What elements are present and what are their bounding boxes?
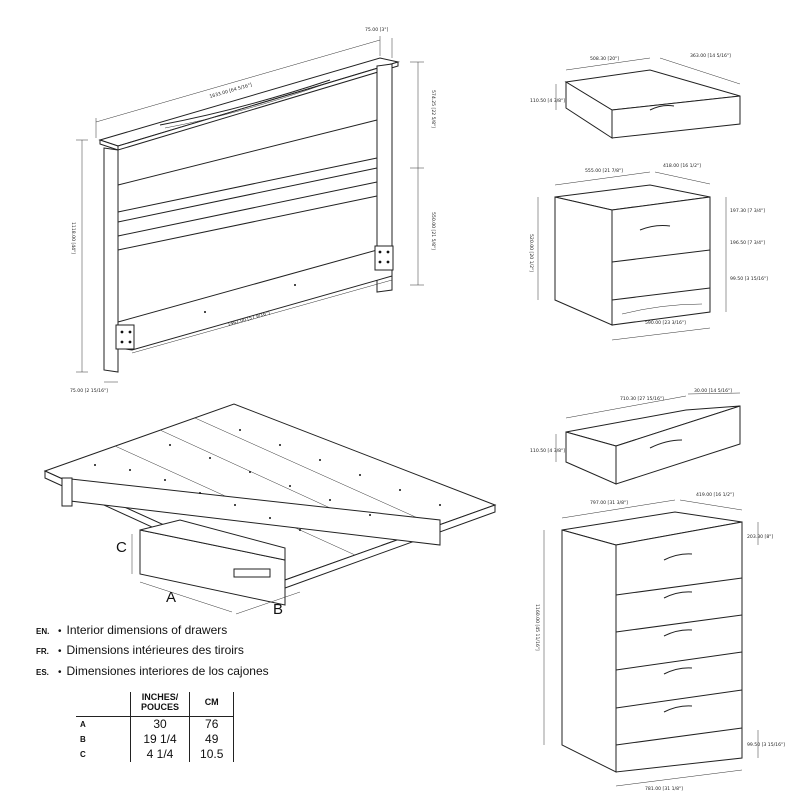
table-row: A 30 76	[76, 716, 235, 732]
note-en-text: Interior dimensions of drawers	[66, 623, 228, 637]
chest-base-width: 781.00 [31 1/8"]	[645, 786, 683, 792]
headboard-height-upper: 574.25 [22 5/8"]	[430, 90, 436, 128]
headboard-height-lower: 550.00 [21 5/8"]	[430, 212, 436, 250]
bullet-icon: •	[58, 646, 62, 657]
note-es-text: Dimensiones interiores de los cajones	[66, 664, 269, 678]
chest-drawing	[543, 499, 759, 787]
chest-drawer-width: 710.30 [27 15/16"]	[620, 396, 664, 402]
nightstand-drawing	[537, 171, 727, 341]
bed-label-c: C	[116, 539, 127, 556]
nightstand-drawer-drawing	[555, 57, 741, 139]
nightstand-h-upper: 197.30 [7 3/4"]	[730, 208, 765, 214]
note-es-code: ES.	[36, 668, 49, 677]
bed-label-b: B	[273, 601, 283, 618]
nightstand-top-width: 555.00 [21 7/8"]	[585, 168, 623, 174]
headboard-height-total: 1118.00 [44"]	[70, 222, 76, 254]
nightstand-drawer-depth: 363.00 [14 5/16"]	[690, 53, 731, 59]
nightstand-height-total: 520.00 [20 1/2"]	[528, 234, 534, 272]
chest-drawer-depth: 30.00 [14 5/16"]	[694, 388, 732, 394]
nightstand-h-base: 99.50 [3 15/16"]	[730, 276, 768, 282]
nightstand-drawer-width: 508.30 [20"]	[590, 56, 619, 62]
headboard-foot-depth: 75.00 [2 15/16"]	[70, 388, 108, 394]
chest-h-base: 99.50 [3 15/16"]	[747, 742, 785, 748]
nightstand-drawer-height: 110.50 [4 3/8"]	[530, 98, 565, 104]
nightstand-base-width: 590.00 [23 3/16"]	[645, 320, 686, 326]
note-fr: FR. • Dimensions intérieures des tiroirs	[36, 643, 244, 657]
nightstand-top-depth: 418.00 [16 1/2"]	[663, 163, 701, 169]
chest-top-depth: 419.00 [16 1/2"]	[696, 492, 734, 498]
note-fr-text: Dimensions intérieures des tiroirs	[66, 643, 244, 657]
nightstand-h-middle: 196.50 [7 3/4"]	[730, 240, 765, 246]
drawer-dimensions-table: INCHES/POUCES CM A 30 76 B 19 1/4 49 C 4…	[76, 692, 235, 762]
headboard-drawing	[76, 36, 424, 383]
col-inches: INCHES/POUCES	[130, 692, 191, 717]
note-en: EN. • Interior dimensions of drawers	[36, 623, 227, 637]
note-en-code: EN.	[36, 627, 50, 636]
chest-top-width: 797.00 [31 3/8"]	[590, 500, 628, 506]
chest-drawer-height: 110.50 [4 3/8"]	[530, 448, 565, 454]
note-es: ES. • Dimensiones interiores de los cajone…	[36, 664, 269, 678]
headboard-depth-top: 75.00 [3"]	[365, 27, 388, 33]
col-cm: CM	[189, 692, 235, 717]
note-fr-code: FR.	[36, 647, 49, 656]
table-row: C 4 1/4 10.5	[76, 747, 235, 762]
platform-bed-drawing	[43, 403, 497, 615]
chest-h-top: 203.30 [8"]	[747, 534, 773, 540]
chest-height-total: 1160.00 [45 11/16"]	[534, 604, 540, 651]
bullet-icon: •	[58, 667, 62, 678]
table-row: B 19 1/4 49	[76, 732, 235, 747]
bullet-icon: •	[58, 626, 62, 637]
bed-label-a: A	[166, 589, 176, 606]
chest-drawer-drawing	[555, 392, 741, 485]
